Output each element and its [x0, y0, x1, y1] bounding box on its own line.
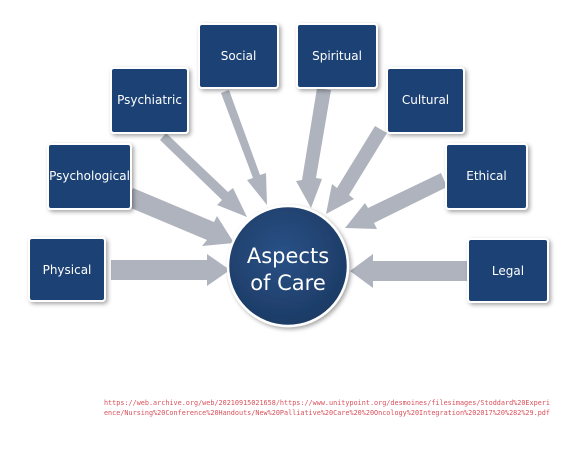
box-ethical-label: Ethical: [466, 169, 507, 183]
box-legal: Legal: [467, 238, 549, 303]
box-psychological-label: Psychological: [49, 169, 130, 183]
arrows: [111, 88, 468, 288]
box-spiritual-shape: [296, 23, 378, 89]
arrow-ethical: [345, 173, 447, 229]
center-circle: [226, 204, 350, 328]
box-cultural-shape: [386, 67, 465, 134]
arrow-social: [221, 90, 267, 205]
box-legal-shape: [467, 238, 549, 303]
box-spiritual-label: Spiritual: [312, 49, 362, 63]
aspect-boxes: Physical Psychological Psychiatric Socia…: [28, 23, 549, 303]
arrow-legal: [350, 254, 468, 288]
source-url-link[interactable]: https://web.archive.org/web/202109150216…: [103, 399, 550, 417]
center-title-line1: Aspects: [247, 244, 329, 268]
box-spiritual: Spiritual: [296, 23, 378, 89]
arrow-psychological: [126, 188, 234, 246]
arrow-cultural: [326, 126, 387, 214]
arrow-physical: [111, 254, 230, 286]
arrow-spiritual: [296, 88, 331, 208]
box-social: Social: [198, 23, 279, 89]
box-legal-label: Legal: [492, 264, 524, 278]
box-psychiatric-label: Psychiatric: [117, 93, 182, 107]
arrow-psychiatric: [160, 133, 247, 217]
box-physical-label: Physical: [43, 263, 92, 277]
box-social-shape: [198, 23, 279, 89]
box-psychological: Psychological: [47, 143, 132, 210]
box-psychological-shape: [47, 143, 132, 210]
box-cultural: Cultural: [386, 67, 465, 134]
box-ethical: Ethical: [445, 143, 528, 210]
box-psychiatric-shape: [110, 67, 189, 134]
box-physical: Physical: [28, 237, 106, 302]
box-physical-shape: [28, 237, 106, 302]
box-cultural-label: Cultural: [402, 93, 449, 107]
box-social-label: Social: [221, 49, 257, 63]
box-psychiatric: Psychiatric: [110, 67, 189, 134]
box-ethical-shape: [445, 143, 528, 210]
center-title-line2: of Care: [250, 271, 326, 295]
center-node: Aspects of Care: [226, 204, 350, 328]
